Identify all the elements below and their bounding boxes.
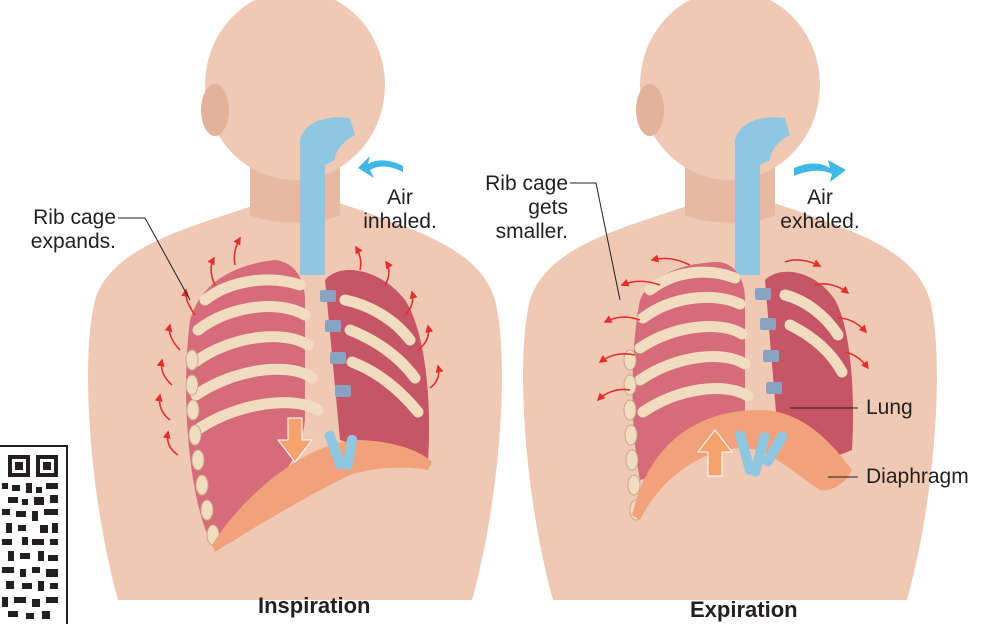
air-inhaled-arrow-icon: [358, 156, 403, 178]
inspiration-figure: [88, 0, 502, 600]
diaphragm-label: Diaphragm: [866, 465, 969, 489]
air-exhaled-arrow-icon: [794, 160, 846, 182]
inspiration-caption: Inspiration: [258, 593, 370, 619]
air-inhaled-label: Air inhaled.: [345, 186, 455, 234]
rib-cage-smaller-label: Rib cage gets smaller.: [468, 172, 568, 244]
head-left: [205, 0, 385, 180]
rib-cage-expands-label: Rib cage expands.: [8, 206, 116, 254]
qr-code-icon: [0, 445, 68, 624]
head-right: [640, 0, 820, 180]
ear-right: [636, 84, 664, 136]
ear-left: [201, 84, 229, 136]
air-exhaled-label: Air exhaled.: [765, 186, 875, 234]
expiration-caption: Expiration: [690, 597, 798, 623]
lung-label: Lung: [866, 396, 913, 420]
expiration-figure: [523, 0, 937, 600]
